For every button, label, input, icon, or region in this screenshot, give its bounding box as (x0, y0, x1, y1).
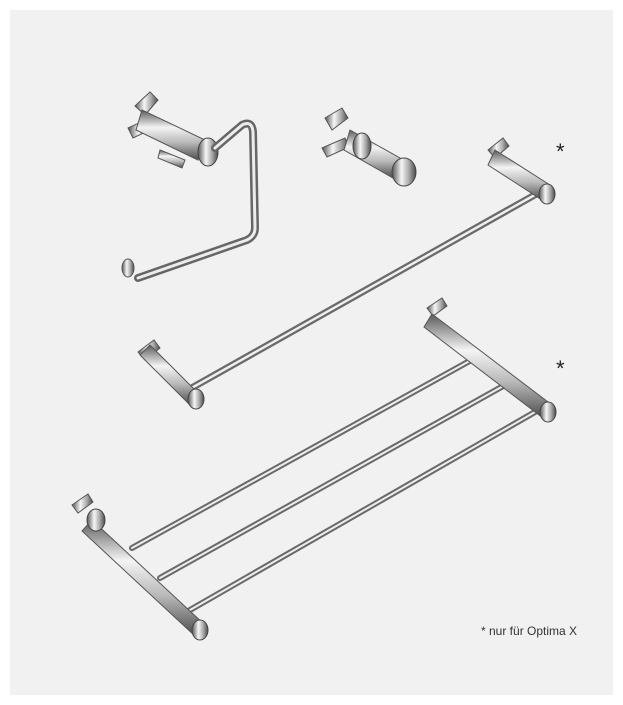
robe-hook (321, 107, 417, 187)
optima-x-marker-towel-bar: * (556, 139, 565, 164)
toilet-roll-holder (121, 91, 259, 282)
single-towel-bar (137, 137, 556, 410)
footnote: * nur für Optima X (481, 624, 578, 638)
triple-towel-rack (71, 297, 557, 641)
optima-x-marker-towel-rack: * (556, 356, 565, 381)
product-panel (10, 10, 613, 695)
